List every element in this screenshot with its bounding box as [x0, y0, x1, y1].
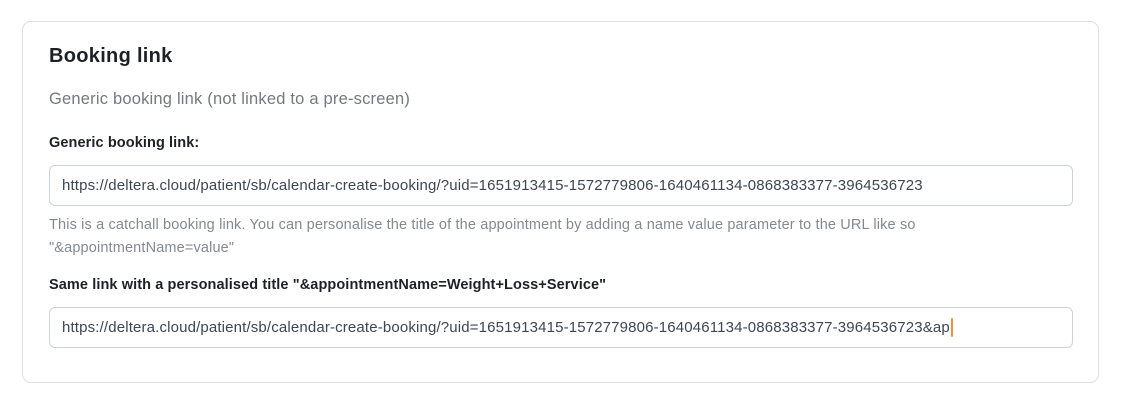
generic-booking-link-input[interactable]: https://deltera.cloud/patient/sb/calenda…	[49, 165, 1073, 206]
catchall-help-text: This is a catchall booking link. You can…	[49, 217, 916, 256]
personalised-link-label: Same link with a personalised title "&ap…	[49, 277, 607, 293]
text-caret	[950, 318, 953, 337]
card-title: Booking link	[49, 45, 173, 67]
personalised-link-value: https://deltera.cloud/patient/sb/calenda…	[62, 319, 950, 336]
personalised-link-input[interactable]: https://deltera.cloud/patient/sb/calenda…	[49, 307, 1073, 348]
card-subtitle: Generic booking link (not linked to a pr…	[49, 90, 411, 108]
generic-booking-link-value: https://deltera.cloud/patient/sb/calenda…	[62, 177, 923, 194]
generic-booking-link-label: Generic booking link:	[49, 135, 200, 151]
booking-link-card: Booking link Generic booking link (not l…	[22, 21, 1099, 383]
